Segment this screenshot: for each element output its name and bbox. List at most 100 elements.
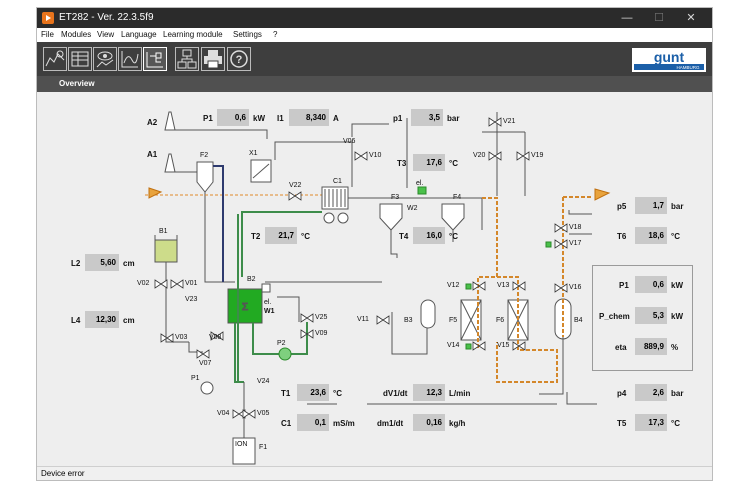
reading-p4-unit: bar <box>671 389 684 398</box>
menu-file[interactable]: File <box>41 30 54 39</box>
process-diagram: Σ <box>37 92 712 466</box>
label-v21: V21 <box>503 118 516 125</box>
window-title: ET282 - Ver. 22.3.5f9 <box>59 12 154 23</box>
tank-b3-icon <box>420 299 436 329</box>
label-el-w1: el. <box>264 299 272 306</box>
help-button[interactable]: ? <box>227 47 251 71</box>
reading-l4-unit: cm <box>123 316 135 325</box>
result-pchem-value: 5,3 <box>635 307 667 324</box>
reading-t3-value: 17,6 <box>413 154 445 171</box>
piping-schematic: Σ <box>145 111 611 465</box>
hydrogen-outlet-icon <box>594 188 611 201</box>
reading-l2-unit: cm <box>123 259 135 268</box>
reading-t3-label: T3 <box>397 159 407 168</box>
reading-t5-unit: °C <box>671 419 680 428</box>
sensor-v14-icon <box>465 343 472 350</box>
pump-p2-icon <box>278 347 292 361</box>
reading-p4-label: p4 <box>617 389 627 398</box>
minimize-button[interactable]: — <box>621 12 633 24</box>
network-button[interactable] <box>175 47 199 71</box>
reading-dm1dt-unit: kg/h <box>449 419 466 428</box>
reading-t2-unit: °C <box>301 232 310 241</box>
measurement-view-button[interactable] <box>93 47 117 71</box>
result-eta-label: eta <box>615 343 627 352</box>
valve-v11-icon <box>376 315 390 325</box>
valve-v14-icon <box>472 341 486 351</box>
svg-text:Σ: Σ <box>242 302 248 313</box>
menu-language[interactable]: Language <box>121 30 157 39</box>
reading-i1-unit: A <box>333 114 339 123</box>
label-a1: A1 <box>147 150 158 159</box>
close-button[interactable]: ✕ <box>686 12 696 24</box>
reading-l2-label: L2 <box>71 259 81 268</box>
valve-v01-icon <box>170 279 184 289</box>
sensor-v17-icon <box>545 241 552 248</box>
reading-i1-value: 8,340 <box>289 109 329 126</box>
valve-v18-icon <box>554 223 568 233</box>
reading-p5-unit: bar <box>671 202 684 211</box>
gunt-logo: gunt HAMBURG <box>632 48 706 72</box>
menu-modules[interactable]: Modules <box>61 30 92 39</box>
reading-p1-label: p1 <box>393 114 403 123</box>
tank-b1-icon <box>154 239 178 263</box>
logo-text: gunt <box>654 49 685 65</box>
reading-t6-unit: °C <box>671 232 680 241</box>
label-v25: V25 <box>315 314 328 321</box>
app-window: ET282 - Ver. 22.3.5f9 — ☐ ✕ File Modules… <box>37 8 712 480</box>
label-f4: F4 <box>453 194 462 201</box>
valve-v25-icon <box>300 313 314 323</box>
result-eta-unit: % <box>671 343 679 352</box>
reading-t4-label: T4 <box>399 232 409 241</box>
valve-v22-icon <box>288 191 302 201</box>
reading-dv1dt-value: 12,3 <box>413 384 445 401</box>
label-c1: C1 <box>333 178 342 185</box>
schematic-icon <box>45 50 65 67</box>
label-v02: V02 <box>137 280 150 287</box>
reading-p4-value: 2,6 <box>635 384 667 401</box>
label-ion: ION <box>235 441 248 448</box>
reading-c1-label: C1 <box>281 419 292 428</box>
menu-learning-module[interactable]: Learning module <box>163 30 223 39</box>
label-v17: V17 <box>569 240 582 247</box>
label-v04: V04 <box>217 410 230 417</box>
network-icon <box>177 49 197 69</box>
reading-i1-label: I1 <box>277 114 284 123</box>
reading-t5-label: T5 <box>617 419 627 428</box>
label-w2: W2 <box>407 205 418 212</box>
menu-settings[interactable]: Settings <box>233 30 262 39</box>
reading-p1-unit: bar <box>447 114 460 123</box>
process-schematic-button[interactable] <box>43 47 67 71</box>
reading-t3-unit: °C <box>449 159 458 168</box>
label-v06: V06 <box>343 138 356 145</box>
label-v01: V01 <box>185 280 198 287</box>
label-p2: P2 <box>277 340 286 347</box>
label-b1: B1 <box>159 228 168 235</box>
label-el-w2: el. <box>416 180 424 187</box>
separator-f3-icon <box>379 203 403 231</box>
label-v13: V13 <box>497 282 510 289</box>
menu-help[interactable]: ? <box>273 30 278 39</box>
reading-c1-unit: mS/m <box>333 419 355 428</box>
label-v11: V11 <box>357 316 369 323</box>
label-v10: V10 <box>369 152 382 159</box>
status-text: Device error <box>41 469 85 478</box>
valve-v17-icon <box>554 239 568 249</box>
printer-icon <box>204 50 222 69</box>
label-a2: A2 <box>147 118 158 127</box>
maximize-button[interactable]: ☐ <box>654 12 664 24</box>
chart-view-button[interactable] <box>118 47 142 71</box>
overview-diagram-button[interactable] <box>143 47 167 71</box>
electrolyser-w1-icon <box>227 288 263 324</box>
reading-t1-label: T1 <box>281 389 291 398</box>
reading-t4-unit: °C <box>449 232 458 241</box>
print-button[interactable] <box>201 47 225 71</box>
sensor-v12-icon <box>465 283 472 290</box>
reading-t6-label: T6 <box>617 232 627 241</box>
result-pchem-label: P_chem <box>599 312 630 321</box>
menu-view[interactable]: View <box>97 30 115 39</box>
label-v07: V07 <box>199 360 212 367</box>
data-table-button[interactable] <box>68 47 92 71</box>
valve-v19-icon <box>516 151 530 161</box>
chart-icon <box>121 51 139 68</box>
label-f6: F6 <box>496 317 505 324</box>
